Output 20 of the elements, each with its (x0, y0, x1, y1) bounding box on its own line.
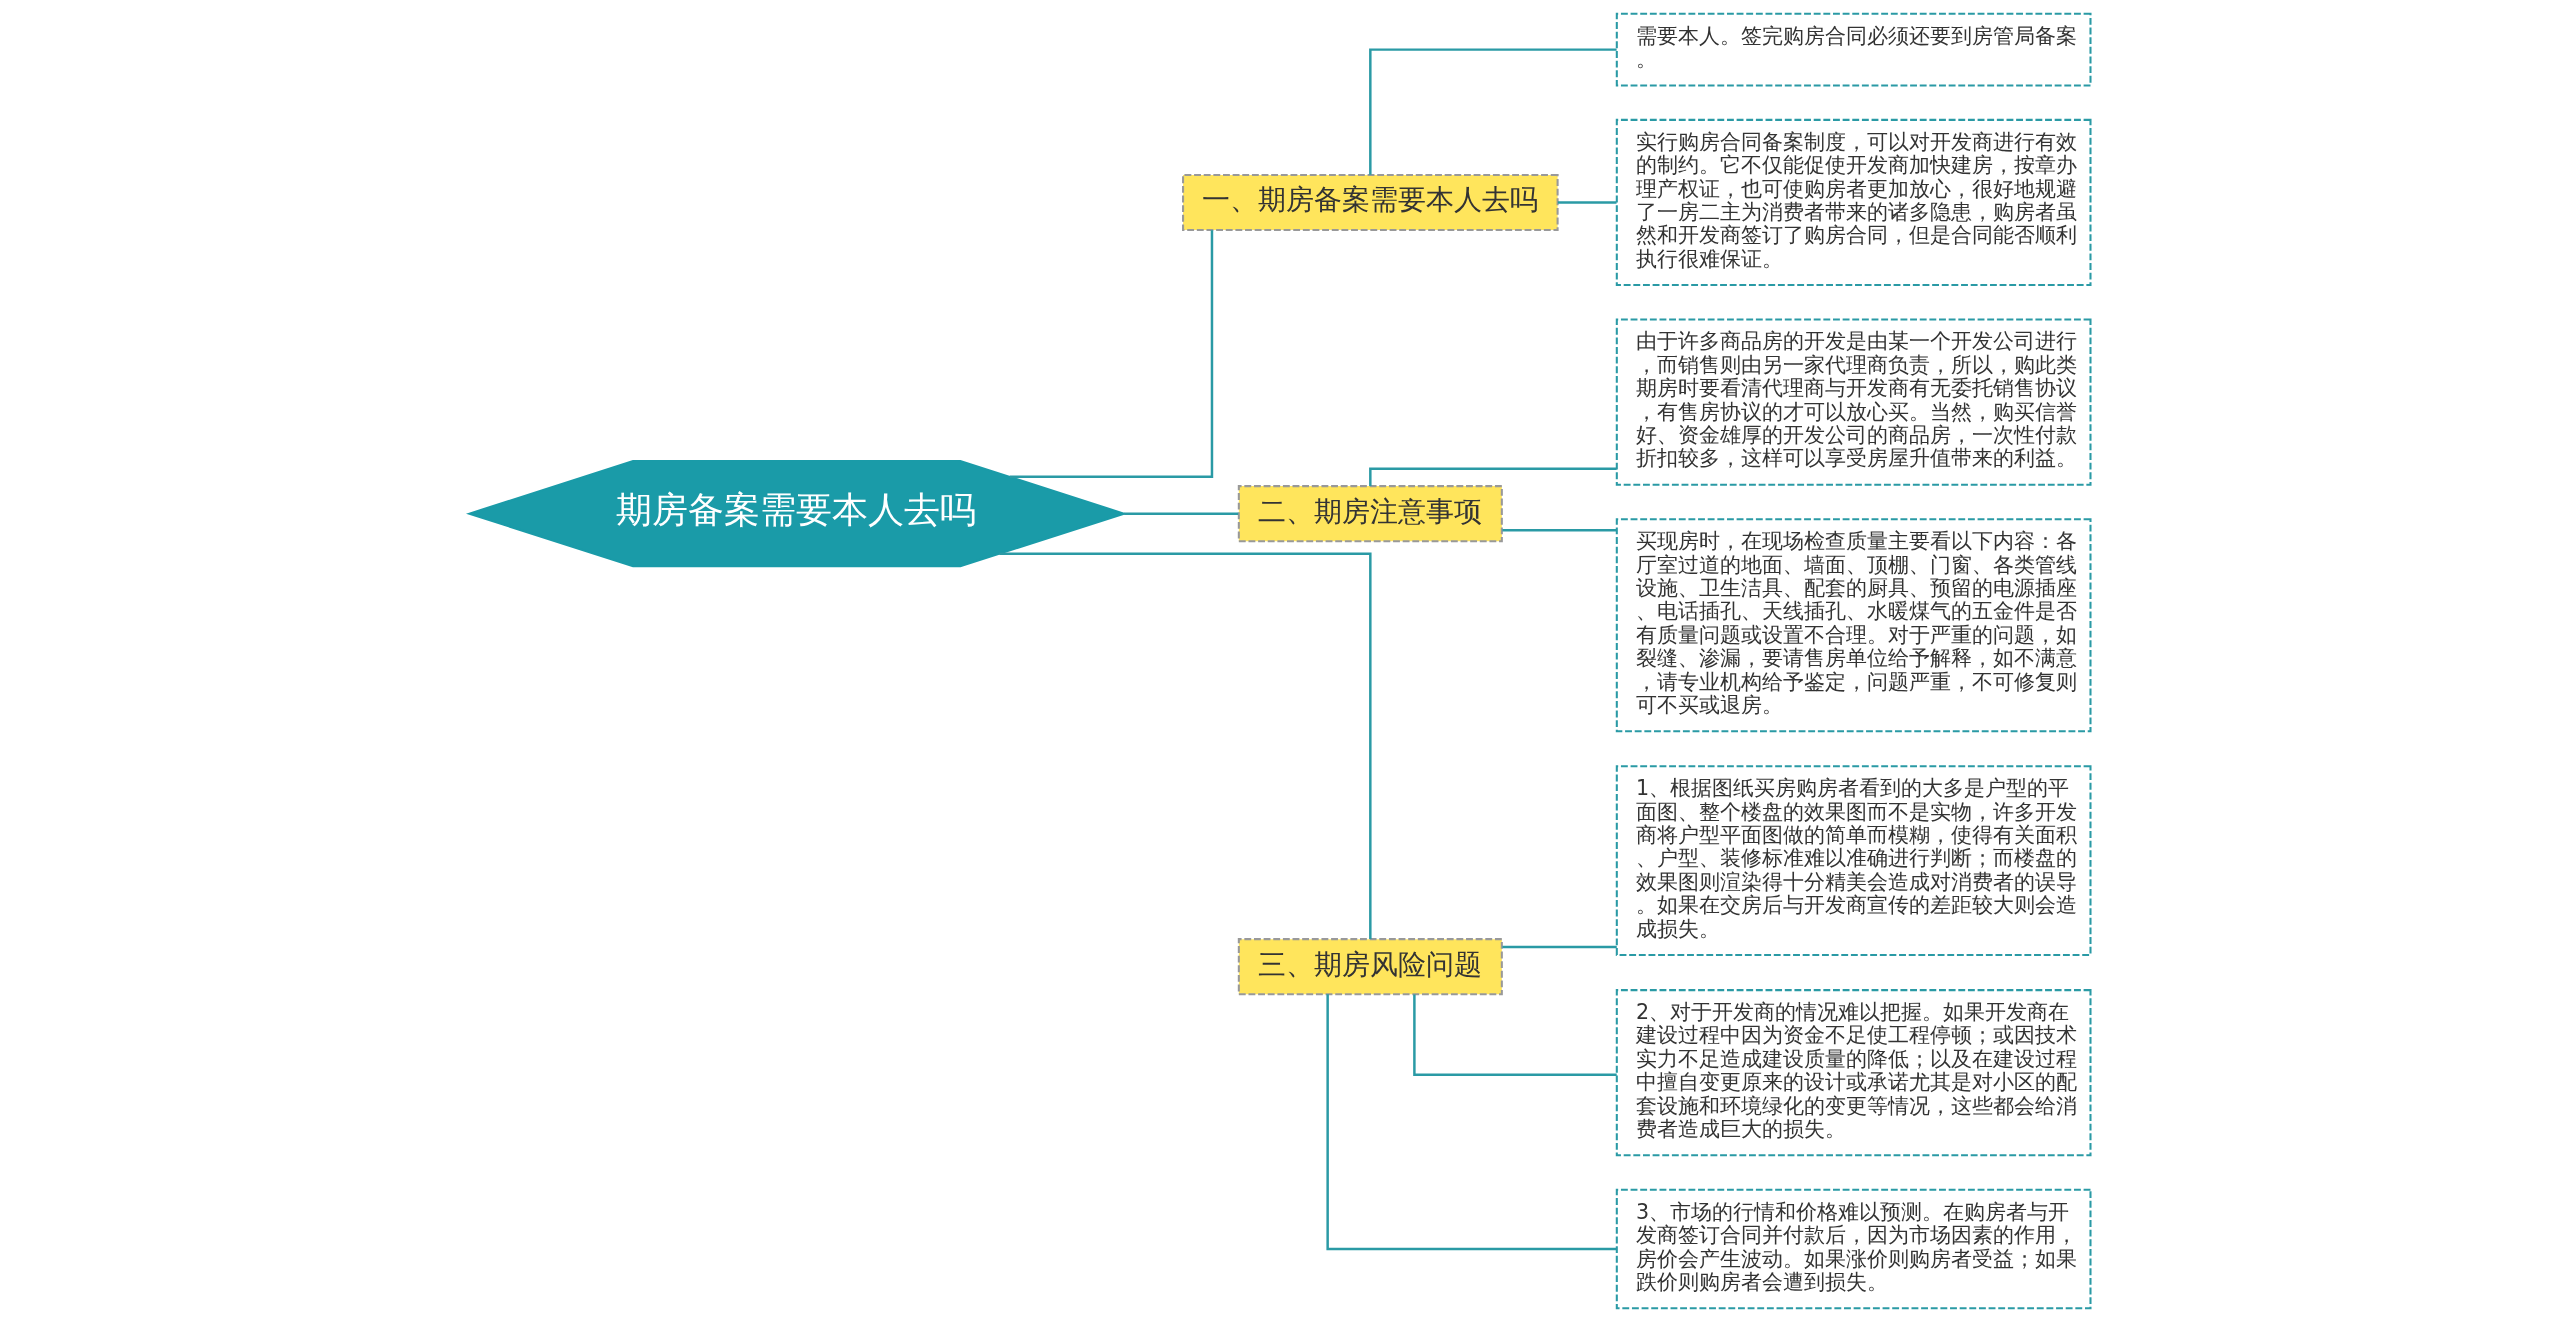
connector (1124, 512, 1239, 515)
connector (1369, 48, 1617, 175)
node-box: 一、期房备案需要本人去吗 (1182, 173, 1559, 232)
node-box: 需要本人。签完购房合同必须还要到房管局备案。 (1615, 12, 2092, 87)
node-box: 三、期房风险问题 (1237, 938, 1503, 996)
connector (999, 552, 1372, 939)
connector (1369, 467, 1617, 486)
node-box: 3、市场的行情和价格难以预测。在购房者与开发商签订合同并付款后，因为市场因素的作用，房价会产生波动。如果涨价则购房者受益；如果跌价则购房者会遭到损失。 (1615, 1188, 2092, 1310)
node-box: 买现房时，在现场检查质量主要看以下内容：各厅室过道的地面、墙面、顶棚、门窗、各类管线设施、卫生洁具、配套的厨具、预留的电源插座、电话插孔、天线插孔、水暖煤气的五金件是否有质量问题或设置不合理。对于严重的问题，如裂缝、渗漏，要请售房单位给予解释，如不满意，请专业机构给予鉴定，问题严重，不可修复则可不买或退房。 (1615, 518, 2092, 733)
node-box: 1、根据图纸买房购房者看到的大多是户型的平面图、整个楼盘的效果图而不是实物，许多开发商将户型平面图做的简单而模糊，使得有关面积、户型、装修标准难以准确进行判断；而楼盘的效果图则渲染得十分精美会造成对消费者的误导。如果在交房后与开发商宣传的差距较大则会造成损失。 (1615, 765, 2092, 957)
node-box: 实行购房合同备案制度，可以对开发商进行有效的制约。它不仅能促使开发商加快建房，按章办理产权证，也可使购房者更加放心，很好地规避了一房二主为消费者带来的诸多隐患，购房者虽然和开发商签订了购房合同，但是合同能否顺利执行很难保证。 (1615, 118, 2092, 287)
connector (1557, 201, 1617, 204)
connector (1502, 528, 1617, 532)
connector (1413, 994, 1617, 1076)
node-box: 2、对于开发商的情况难以把握。如果开发商在建设过程中因为资金不足使工程停顿；或因技术实力不足造成建设质量的降低；以及在建设过程中擅自变更原来的设计或承诺尤其是对小区的配套设施和环境绿化的变更等情况，这些都会给消费者造成巨大的损失。 (1615, 989, 2092, 1157)
connector (1326, 994, 1617, 1251)
node-box: 二、期房注意事项 (1237, 485, 1503, 543)
connector (1502, 945, 1617, 949)
connector (1009, 230, 1214, 478)
node-box: 由于许多商品房的开发是由某一个开发公司进行，而销售则由另一家代理商负责，所以，购此类期房时要看清代理商与开发商有无委托销售协议，有售房协议的才可以放心买。当然，购买信誉好、资金雄厚的开发公司的商品房，一次性付款折扣较多，这样可以享受房屋升值带来的利益。 (1615, 318, 2092, 486)
